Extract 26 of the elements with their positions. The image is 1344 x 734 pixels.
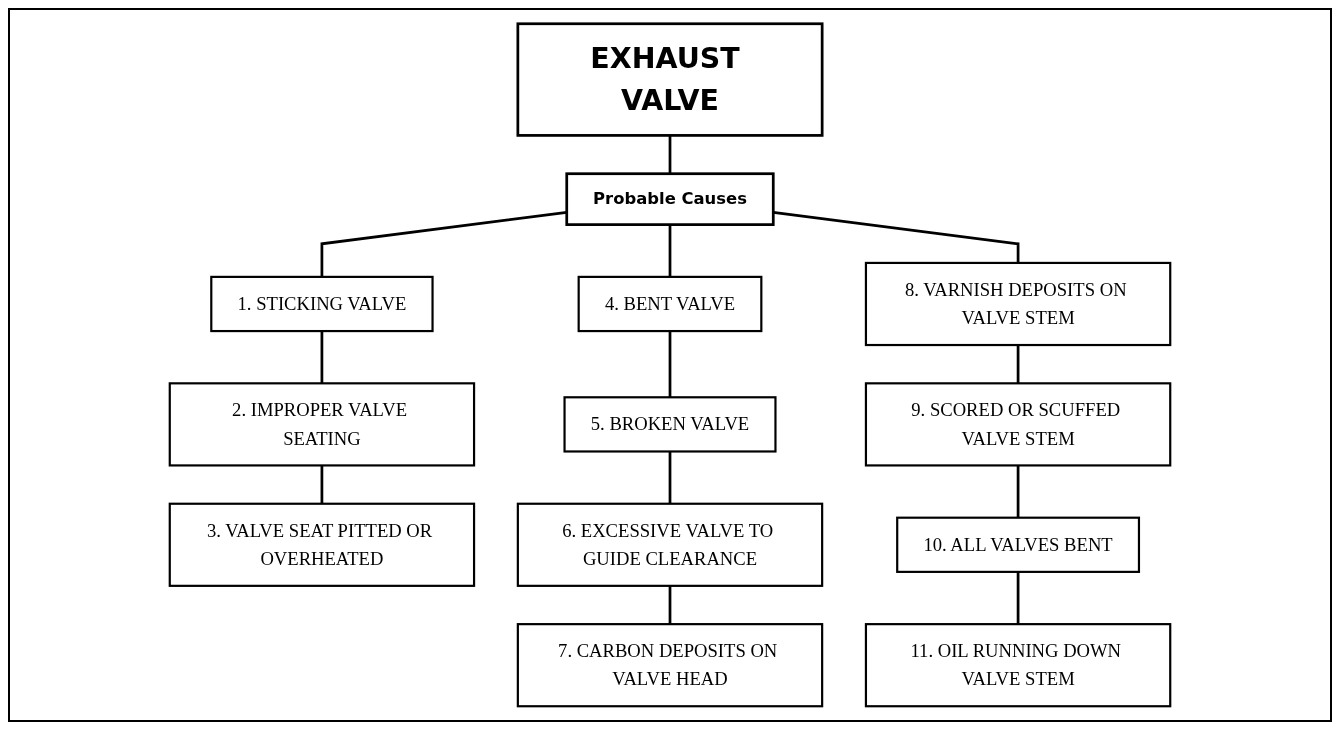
node-box [563,396,777,453]
node-box [516,22,824,137]
node-box [516,502,824,587]
node-box [577,275,763,333]
connector [773,211,1020,263]
node-box [168,502,476,587]
connector [668,135,672,174]
node-box [210,275,434,333]
connector [668,224,672,277]
node-box [565,172,775,226]
connector [668,585,672,625]
connector [1016,345,1020,384]
node-box [516,623,824,708]
connector [668,331,672,398]
node-box [896,516,1141,573]
diagram-frame: EXHAUST VALVE Probable Causes 1. STICKING VALVE 2. IMPROPER VALVE SEATING 3. VALVE SEAT PITTED OR OVERHEATED 4. BENT VALVE 5. BROKEN VALVE 6. EXCESSIVE VALVE TO GUIDE CLEARANCE 7. CARBON DEPOSITS ON VALVE HEAD 8. VARNISH DEPOSITS ON VALVE STEM 9. SCORED OR SCUFFED VALVE STEM 10. ALL VALVES BENT 11. OIL RUNNING DOWN VALVE STEM [8,8,1332,722]
connector [320,465,324,504]
connector [320,331,324,384]
connector [1016,465,1020,518]
connector [668,451,672,504]
connector [1016,571,1020,625]
node-box [864,382,1172,467]
connector [320,211,567,277]
node-box [864,261,1172,347]
node-box [864,623,1172,708]
node-box [168,382,476,467]
